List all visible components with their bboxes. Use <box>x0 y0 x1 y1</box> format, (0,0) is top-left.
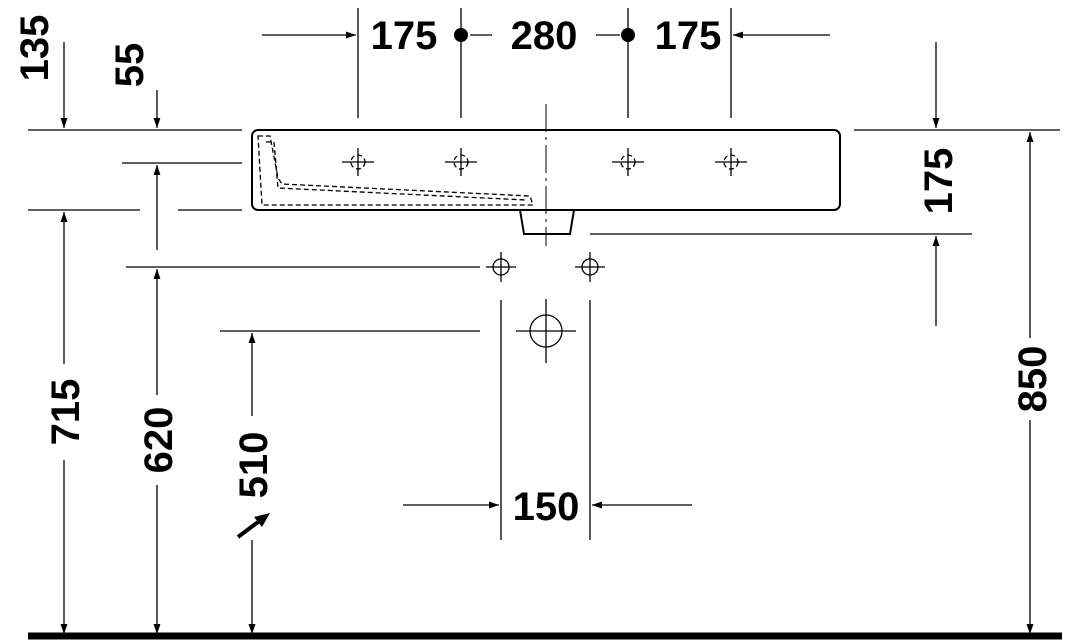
dim-135-label: 135 <box>13 15 57 82</box>
tap-hole-markers <box>341 147 748 177</box>
dim-715-label: 715 <box>44 379 88 446</box>
dimension-lines <box>60 28 1034 634</box>
dim-55-label: 55 <box>108 43 152 88</box>
dim-620-label: 620 <box>137 407 181 474</box>
overflow-outlet <box>519 209 575 235</box>
dim-850-label: 850 <box>1011 346 1055 413</box>
dim-tap-center-label: 280 <box>511 14 578 58</box>
dim-tap-right-label: 175 <box>655 14 722 58</box>
mounting-bolts <box>485 251 606 283</box>
dim-510-label: 510 <box>232 432 276 499</box>
dim-basin-height-label: 175 <box>917 148 961 215</box>
extension-lines <box>28 8 1060 540</box>
pointer-arrow <box>236 513 270 539</box>
basin-inner-contour <box>257 135 534 206</box>
waste-outlet <box>516 299 576 363</box>
dim-150-label: 150 <box>513 485 580 529</box>
dim-tap-left-label: 175 <box>371 14 438 58</box>
